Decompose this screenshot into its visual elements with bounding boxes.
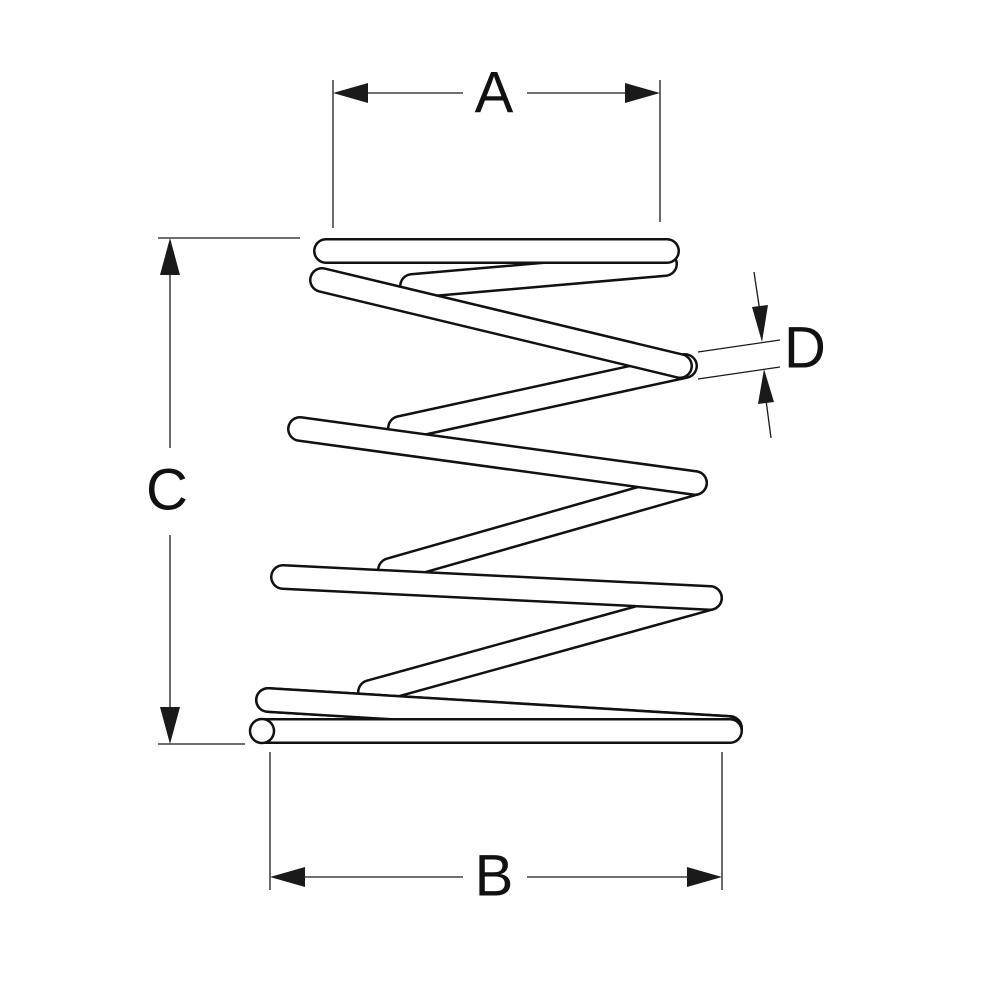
spring-wire-end-cap bbox=[248, 717, 276, 745]
dimension-d-line-top bbox=[753, 271, 761, 313]
dimension-d-extension-bottom bbox=[697, 366, 781, 380]
dimension-a-arrow-right bbox=[625, 83, 660, 103]
spring-wire-segment-front-7 bbox=[287, 416, 708, 496]
spring-wire-segment-back-3 bbox=[357, 585, 723, 705]
spring-wire-segment-back-0 bbox=[399, 251, 678, 299]
spring-wire-fill bbox=[401, 253, 676, 297]
dimension-b-label: B bbox=[475, 843, 514, 908]
dimension-b-arrow-right bbox=[687, 867, 722, 887]
spring-wire-segment-front-8 bbox=[270, 564, 723, 611]
dimension-a-arrow-left bbox=[333, 83, 368, 103]
spring-wire-segment-back-1 bbox=[387, 353, 698, 441]
dimension-b-arrow-left bbox=[270, 867, 305, 887]
dimension-c: C bbox=[146, 237, 300, 745]
dimension-a-label: A bbox=[475, 60, 514, 125]
dimension-a: A bbox=[332, 60, 661, 228]
dimension-b: B bbox=[269, 752, 723, 908]
spring-wire-fill bbox=[311, 269, 691, 377]
spring-wire-fill bbox=[272, 566, 721, 609]
dimension-d-extension-top bbox=[697, 339, 781, 353]
compression-spring bbox=[248, 238, 743, 745]
dimension-c-arrow-bottom bbox=[160, 707, 180, 744]
spring-wire-fill bbox=[389, 355, 696, 439]
dimension-d-arrow-top bbox=[752, 305, 768, 342]
dimension-d-line-bottom bbox=[765, 399, 772, 439]
spring-wire-fill bbox=[289, 418, 706, 494]
spring-wire-fill bbox=[379, 472, 706, 581]
dimension-d: D bbox=[697, 271, 826, 439]
dimension-d-label: D bbox=[784, 315, 826, 380]
dimension-c-label: C bbox=[146, 457, 188, 522]
spring-wire-segment-front-6 bbox=[309, 267, 693, 379]
dimension-c-arrow-top bbox=[160, 238, 180, 275]
spring-wire-fill bbox=[359, 587, 721, 703]
spring-wire-segment-back-2 bbox=[377, 470, 708, 583]
dimension-d-arrow-bottom bbox=[758, 369, 774, 404]
